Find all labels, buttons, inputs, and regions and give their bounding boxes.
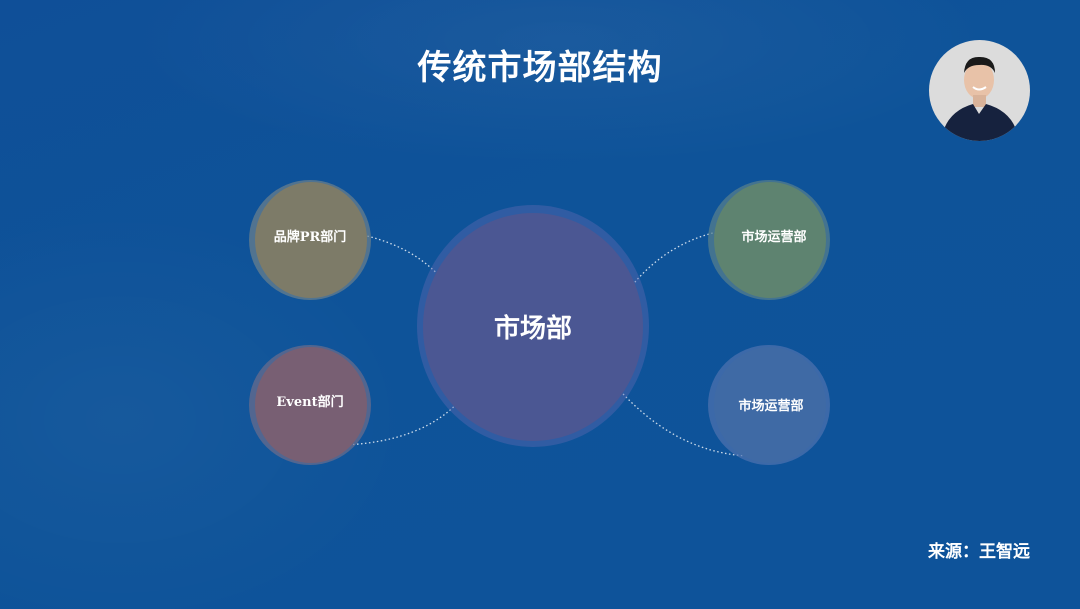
avatar (929, 40, 1030, 141)
center-node-label: 市场部 (493, 313, 572, 344)
node-marketing-ops-2: 市场运营部 (708, 345, 830, 465)
page-title: 传统市场部结构 (417, 48, 663, 88)
node-label: 品牌PR部门 (273, 229, 347, 245)
node-marketing-ops-1: 市场运营部 (708, 180, 830, 300)
node-event: Event部门 (249, 345, 371, 465)
node-label: 市场运营部 (738, 398, 804, 414)
source-credit: 来源：王智远 (928, 542, 1030, 562)
person-photo-icon (941, 56, 1019, 141)
node-label: Event部门 (276, 394, 344, 410)
connector-ops-top (611, 226, 756, 316)
node-label: 市场运营部 (741, 229, 807, 245)
center-node: 市场部 (417, 205, 649, 447)
node-brand-pr: 品牌PR部门 (249, 180, 371, 300)
